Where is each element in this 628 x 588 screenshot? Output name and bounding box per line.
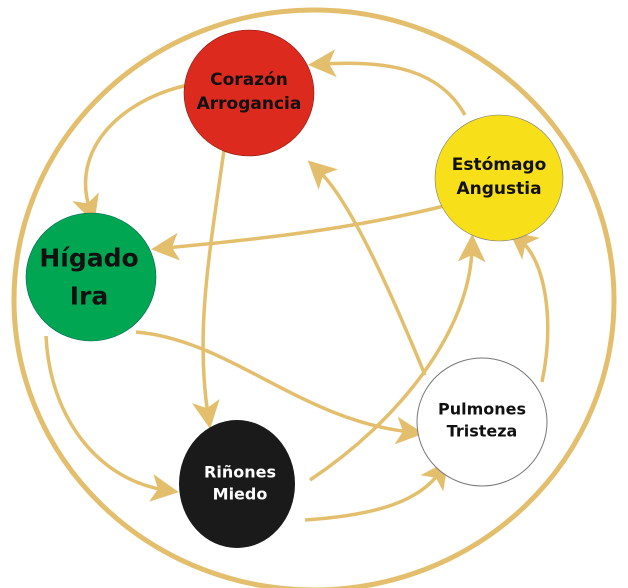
arrow-estomago-corazon: [308, 49, 467, 116]
label-rinones: Riñones Miedo: [204, 462, 276, 507]
arrow-corazon-higado: [72, 83, 189, 224]
emotion-name: Tristeza: [446, 422, 518, 441]
node-higado: [25, 212, 157, 342]
organ-name: Riñones: [204, 462, 276, 482]
organ-name: Pulmones: [437, 399, 527, 419]
label-corazon: Corazón Arrogancia: [197, 69, 302, 117]
node-corazon: [183, 29, 315, 157]
emotion-name: Arrogancia: [196, 94, 302, 114]
emotion-name: Miedo: [212, 485, 268, 504]
node-estomago: [434, 114, 564, 242]
label-higado: Hígado Ira: [39, 240, 138, 315]
arrow-higado-pulmones: [135, 330, 424, 445]
node-rinones: [179, 420, 295, 548]
emotion-name: Angustia: [456, 179, 542, 199]
label-estomago: Estómago Angustia: [452, 154, 547, 202]
organ-name: Estómago: [451, 155, 547, 176]
emotion-name: Ira: [69, 281, 109, 310]
label-pulmones: Pulmones Tristeza: [438, 399, 526, 444]
organ-name: Hígado: [39, 243, 139, 273]
arrow-pulmones-estomago: [509, 231, 550, 383]
arrow-rinones-pulmones: [304, 460, 449, 522]
arrow-estomago-higado: [151, 203, 449, 261]
arrow-higado-rinones: [44, 335, 179, 502]
arrow-corazon-rinones: [192, 149, 226, 429]
organ-name: Corazón: [210, 70, 288, 91]
node-pulmones: [416, 357, 548, 487]
arrow-pulmones-corazon: [307, 160, 427, 376]
outer-ring: [11, 7, 617, 588]
